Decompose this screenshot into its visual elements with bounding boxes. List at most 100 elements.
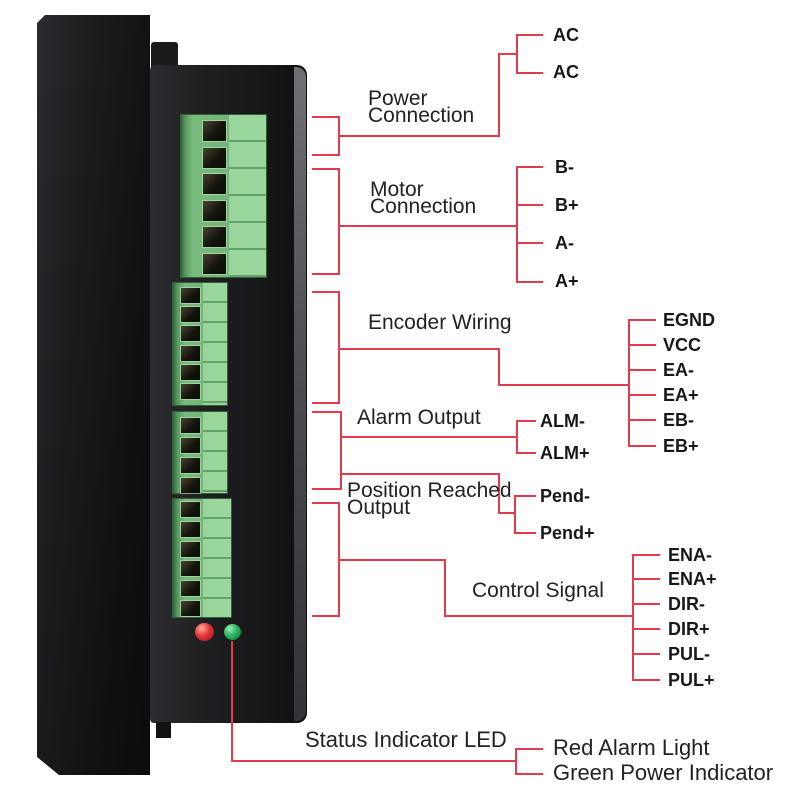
connector-line-segment xyxy=(312,402,340,404)
terminal-wire-slots xyxy=(203,499,231,617)
connector-line-segment xyxy=(632,554,634,681)
connector-line-segment xyxy=(338,502,340,617)
connector-line-segment xyxy=(312,116,340,118)
pin-label-a-plus: A+ xyxy=(555,271,579,291)
pin-label-ea-minus: EA- xyxy=(663,360,694,380)
section-label-position-reached-output: Position Reached Output xyxy=(347,479,512,519)
connector-line-segment xyxy=(312,488,342,490)
connector-line-segment xyxy=(628,394,656,396)
pin-label-alm-minus: ALM- xyxy=(540,411,585,431)
connector-line-segment xyxy=(632,578,660,580)
pin-label-ea-plus: EA+ xyxy=(663,385,699,405)
terminal-wire-slots xyxy=(203,283,227,405)
pin-label-eb-plus: EB+ xyxy=(663,436,699,456)
terminal-screw xyxy=(202,226,227,248)
terminal-screw xyxy=(180,477,201,494)
terminal-screw xyxy=(180,541,201,558)
terminal-screw xyxy=(180,501,201,518)
pin-label-ac-1: AC xyxy=(553,25,579,45)
connector-line-segment xyxy=(312,291,340,293)
pin-label-eb-minus: EB- xyxy=(663,410,694,430)
section-label-power-connection: Power Connection xyxy=(368,87,475,127)
connector-line-segment xyxy=(312,615,340,617)
connector-line-segment xyxy=(628,319,656,321)
terminal-screw xyxy=(180,580,201,597)
connector-line-segment xyxy=(516,34,518,74)
pin-label-dir-plus: DIR+ xyxy=(668,619,710,639)
terminal-screw xyxy=(202,147,227,169)
connector-line-segment xyxy=(498,53,500,137)
connector-line-segment xyxy=(231,641,233,762)
pin-label-ac-2: AC xyxy=(553,62,579,82)
terminal-block xyxy=(180,114,267,278)
connector-line-segment xyxy=(628,344,656,346)
section-label-motor-connection: Motor Connection xyxy=(370,178,477,218)
terminal-screw xyxy=(180,437,201,454)
connector-line-segment xyxy=(312,154,340,156)
connector-line-segment xyxy=(312,502,340,504)
pin-label-alm-plus: ALM+ xyxy=(540,443,590,463)
connector-line-segment xyxy=(516,72,543,74)
connector-line-segment xyxy=(632,653,660,655)
section-label-status-indicator-led: Status Indicator LED xyxy=(305,727,507,752)
pin-label-pul-plus: PUL+ xyxy=(668,670,715,690)
connector-line-segment xyxy=(444,615,634,617)
pin-label-ena-minus: ENA- xyxy=(668,545,712,565)
terminal-screw xyxy=(180,287,201,304)
connector-line-segment xyxy=(498,473,500,514)
terminal-screw xyxy=(180,364,201,381)
pin-label-b-minus: B- xyxy=(555,157,574,177)
connector-line-segment xyxy=(342,436,517,438)
power-led-green xyxy=(224,624,241,640)
connector-line-segment xyxy=(516,34,543,36)
terminal-screw xyxy=(180,521,201,538)
connector-line-segment xyxy=(632,628,660,630)
connector-line-segment xyxy=(498,53,518,55)
connector-line-segment xyxy=(628,419,656,421)
terminal-screw xyxy=(180,345,201,362)
connector-line-segment xyxy=(498,348,500,386)
terminal-screw xyxy=(180,383,201,400)
connector-line-segment xyxy=(498,512,516,514)
connector-line-segment xyxy=(632,679,660,681)
connector-line-segment xyxy=(514,532,536,534)
connector-line-segment xyxy=(515,748,517,775)
terminal-wire-slots xyxy=(203,412,227,493)
connector-line-segment xyxy=(628,319,630,447)
connector-line-segment xyxy=(312,411,342,413)
connector-line-segment xyxy=(342,473,500,475)
label-red-alarm-light: Red Alarm Light xyxy=(553,735,710,760)
connector-line-segment xyxy=(338,291,340,404)
driver-body-right-edge xyxy=(294,67,306,721)
connector-line-segment xyxy=(515,748,543,750)
connector-line-segment xyxy=(516,204,543,206)
terminal-screw xyxy=(202,120,227,142)
connector-line-segment xyxy=(338,168,340,275)
connector-line-segment xyxy=(628,369,656,371)
connector-line-segment xyxy=(514,495,536,497)
connector-line-segment xyxy=(632,603,660,605)
alarm-led-red xyxy=(195,623,214,641)
terminal-screw xyxy=(180,306,201,323)
connector-line-segment xyxy=(340,559,446,561)
connector-line-segment xyxy=(338,116,340,156)
terminal-block xyxy=(172,411,228,494)
pin-label-b-plus: B+ xyxy=(555,195,579,215)
connector-line-segment xyxy=(516,452,536,454)
pin-label-a-minus: A- xyxy=(555,233,574,253)
terminal-block xyxy=(172,498,232,618)
connector-line-segment xyxy=(444,559,446,617)
section-label-alarm-output: Alarm Output xyxy=(357,406,481,429)
terminal-screw-column xyxy=(181,115,229,277)
terminal-screw xyxy=(180,560,201,577)
connector-line-segment xyxy=(312,273,340,275)
terminal-screw xyxy=(180,600,201,617)
section-label-control-signal: Control Signal xyxy=(472,579,604,602)
connector-line-segment xyxy=(340,411,342,490)
pin-label-ena-plus: ENA+ xyxy=(668,569,717,589)
pin-label-pend-minus: Pend- xyxy=(540,486,591,506)
connector-line-segment xyxy=(340,135,500,137)
connector-line-segment xyxy=(516,166,543,168)
connector-line-segment xyxy=(516,420,536,422)
